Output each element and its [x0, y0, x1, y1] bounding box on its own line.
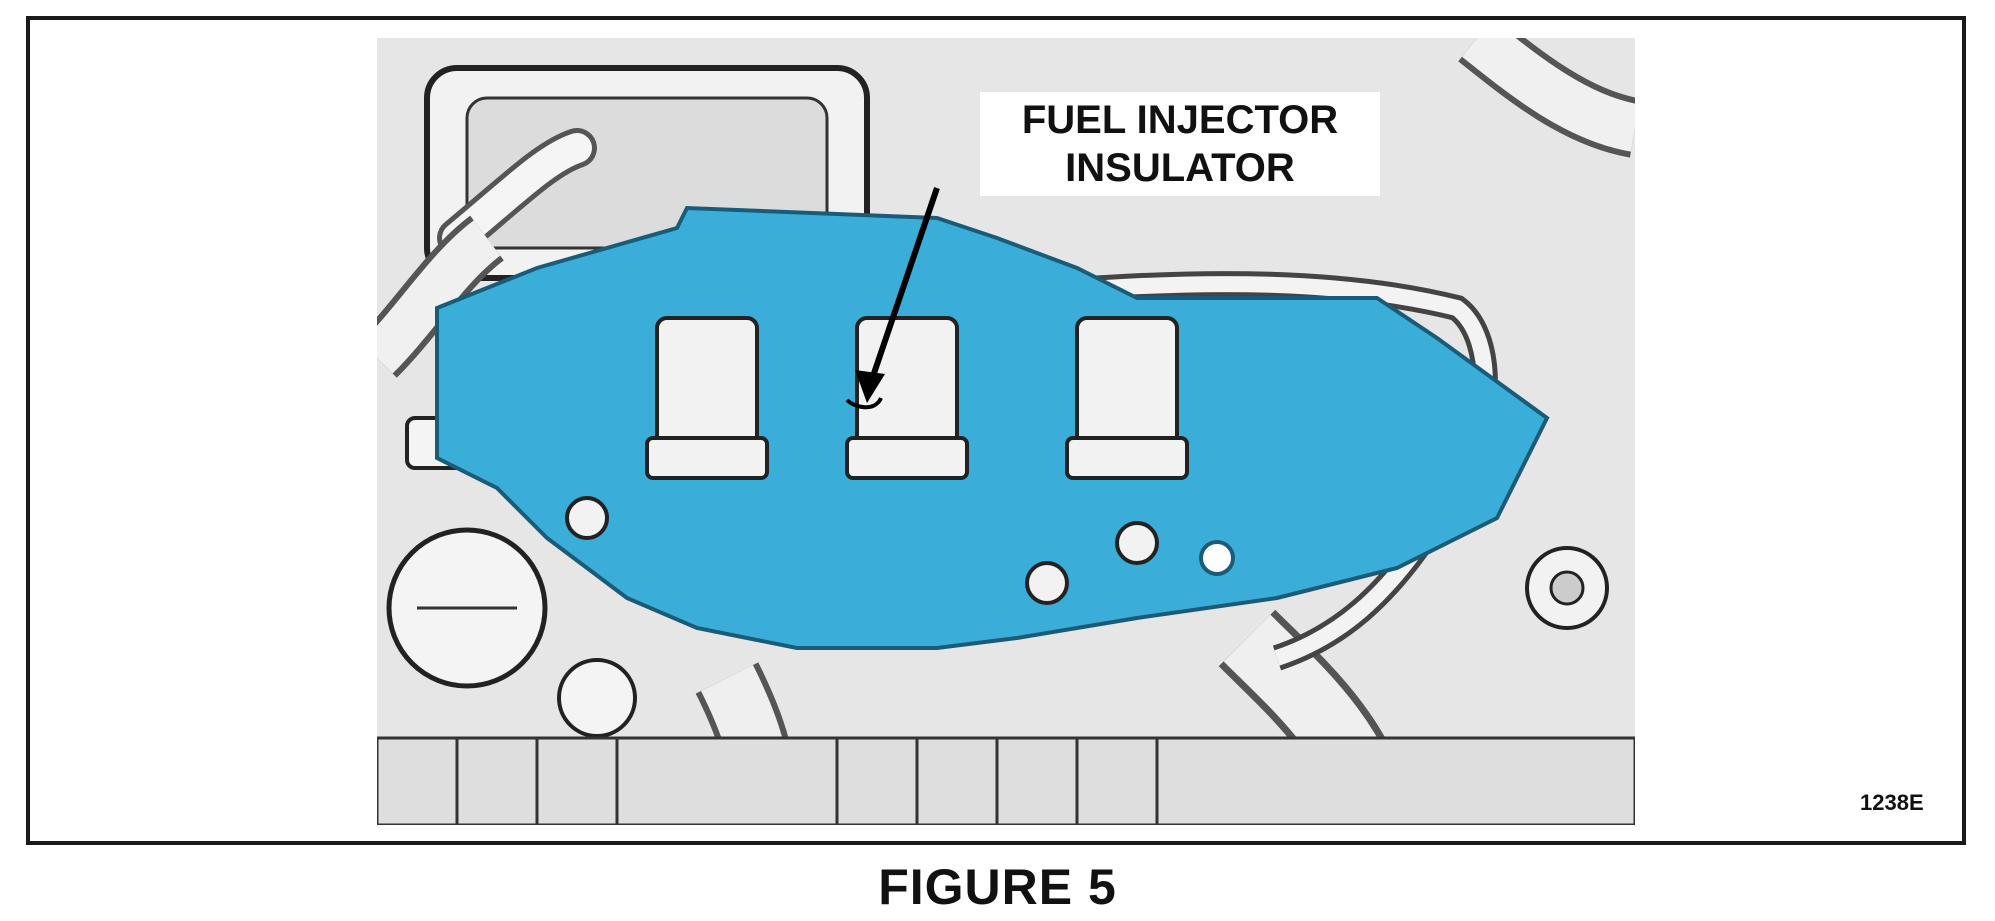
arrow-head: [855, 370, 885, 403]
callout-line-1: FUEL INJECTOR: [1021, 98, 1339, 142]
callout-label: FUEL INJECTOR INSULATOR: [980, 92, 1380, 196]
callout-line-2: INSULATOR: [1065, 146, 1295, 190]
mounting-bolt-3: [565, 496, 609, 540]
mounting-bolt-2: [1025, 561, 1069, 605]
fuel-injector-1: [655, 316, 759, 450]
leader-line: [866, 187, 940, 389]
figure-caption: FIGURE 5: [878, 859, 1117, 915]
fuel-injector-3: [1075, 316, 1179, 450]
figure-id: 1238E: [1860, 790, 1924, 815]
mounting-bolt-1: [1115, 521, 1159, 565]
